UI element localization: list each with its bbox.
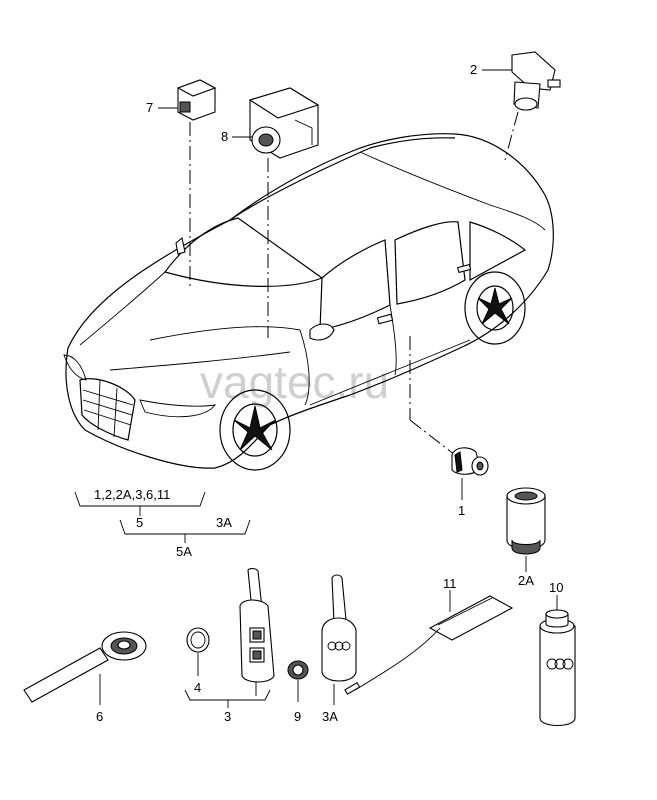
leader-2 (504, 111, 519, 161)
callout-3: 3 (224, 709, 231, 724)
callout-1: 1 (458, 503, 465, 518)
group-row3: 5A (176, 544, 192, 559)
callout-10: 10 (549, 580, 563, 595)
watermark-text: vagtec.ru (200, 356, 389, 408)
callout-8: 8 (221, 129, 228, 144)
part-2-ignition-switch (482, 51, 561, 111)
part-6-key-blade (23, 631, 147, 705)
car-illustration (63, 133, 554, 471)
part-7-switch (158, 79, 217, 121)
part-8-ignition-housing (232, 87, 320, 159)
part-1-lock-cylinder (451, 447, 489, 500)
part-9-grommet (287, 660, 309, 702)
callout-2: 2 (470, 62, 477, 77)
callout-7: 7 (146, 100, 153, 115)
group-row2-right: 3A (216, 515, 232, 530)
callout-3a: 3A (322, 709, 338, 724)
callout-9: 9 (294, 709, 301, 724)
group-row1: 1,2,2A,3,6,11 (94, 487, 170, 502)
leader-1b (409, 419, 456, 456)
part-10-can (539, 595, 576, 727)
part-3a-key (321, 574, 357, 705)
part-4-battery (186, 627, 210, 676)
group-row2-left: 5 (136, 515, 143, 530)
part-2a-cylinder (506, 487, 546, 572)
grouping-brackets (74, 491, 251, 543)
callout-11: 11 (443, 576, 457, 591)
part-11-tag (344, 590, 514, 695)
bracket-3 (184, 689, 271, 701)
callout-6: 6 (96, 709, 103, 724)
callout-4: 4 (194, 680, 201, 695)
callout-2a: 2A (518, 573, 534, 588)
part-3-flip-key (239, 568, 275, 696)
